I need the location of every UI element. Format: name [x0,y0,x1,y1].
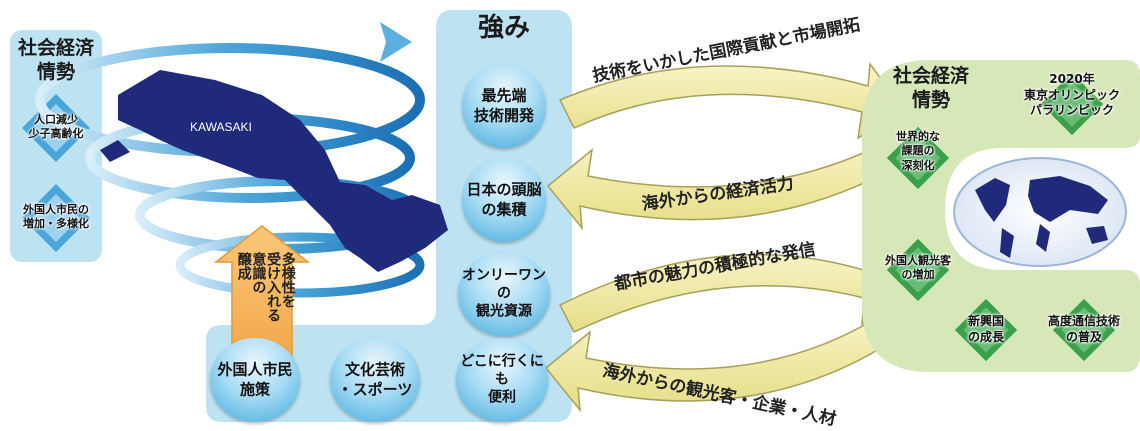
left-item-2: 外国人市民の 増加・多様化 [10,203,102,232]
diversity-up-arrow [213,225,311,359]
strength-4-line2: 便利 [488,390,516,407]
up-arrow-text-1: 多様性を [279,252,296,308]
right-title-line2: 情勢 [911,89,950,111]
bottom-2-line1: 文化芸術 [344,360,405,379]
bottom-2-line2: ・スポーツ [337,380,413,398]
bottom-1-line1: 外国人市民 [217,360,293,379]
left-title-line1: 社会経済 [17,37,94,59]
up-arrow-text-3: 意識の [250,252,267,294]
right-item-1-line1: 2020年 [1049,72,1095,86]
strength-foreign-residents-policy: 外国人市民施策 [210,338,300,422]
strength-2-line1: 日本の頭脳 [466,180,542,199]
strength-3-line1: オンリーワンの [462,267,546,302]
right-item-telecom: 高度通信技術 の普及 [1030,314,1138,345]
right-item-2-line1: 世界的な [896,130,940,143]
strength-4-line1: どこに行くにも [460,353,544,388]
up-arrow-text-2: 受け入れる [265,252,282,322]
right-item-1-line3: パラリンピック [1029,103,1114,118]
right-item-3-line2: の増加 [901,268,935,282]
strength-convenient-access: どこに行くにも便利 [456,338,548,422]
strength-1-line2: 技術開発 [473,106,534,124]
right-item-2-line3: 深刻化 [901,158,935,172]
strength-culture-sports: 文化芸術・スポーツ [330,338,420,422]
bottom-1-line2: 施策 [239,380,270,398]
right-panel [862,60,1140,372]
strength-tourism-resources: オンリーワンの観光資源 [458,252,550,336]
left-item-1-line1: 人口減少 [34,113,78,126]
strength-2-line2: の集積 [481,200,527,218]
right-item-4-line2: の成長 [967,329,1004,344]
right-item-emerging: 新興国 の成長 [946,314,1026,345]
strength-cutting-edge-tech: 最先端技術開発 [462,64,546,148]
strength-3-line2: 観光資源 [476,304,532,321]
right-item-4-line1: 新興国 [967,314,1004,328]
strength-brain-cluster: 日本の頭脳の集積 [462,158,546,242]
left-title-line2: 情勢 [36,61,75,83]
right-item-3-line1: 外国人観光客 [885,254,951,267]
right-item-olympics: 2020年 東京オリンピック パラリンピック [1008,72,1136,119]
left-item-1-line2: 少子高齢化 [28,127,84,141]
swirl-arrowhead [380,22,412,62]
left-item-2-line1: 外国人市民の [23,203,89,216]
up-arrow-text: 多様性を 受け入れる 意識の 醸成 [235,252,296,352]
right-item-global-issues: 世界的な 課題の 深刻化 [878,130,958,173]
right-item-5-line1: 高度通信技術 [1047,314,1120,328]
right-item-1-line2: 東京オリンピック [1023,87,1120,102]
left-item-1: 人口減少 少子高齢化 [10,113,102,142]
right-item-2-line2: 課題の [901,144,935,158]
arrow-2 [546,137,910,231]
left-item-2-line2: 増加・多様化 [23,217,89,231]
map-label: KAWASAKI [190,120,252,134]
right-title-line1: 社会経済 [892,65,969,87]
right-item-5-line2: の普及 [1065,329,1102,344]
strengths-title: 強み [477,13,530,43]
right-item-tourists: 外国人観光客 の増加 [868,254,968,283]
strength-1-line1: 最先端 [481,86,527,105]
kawasaki-map [118,70,448,272]
up-arrow-text-4: 醸成 [235,252,252,280]
